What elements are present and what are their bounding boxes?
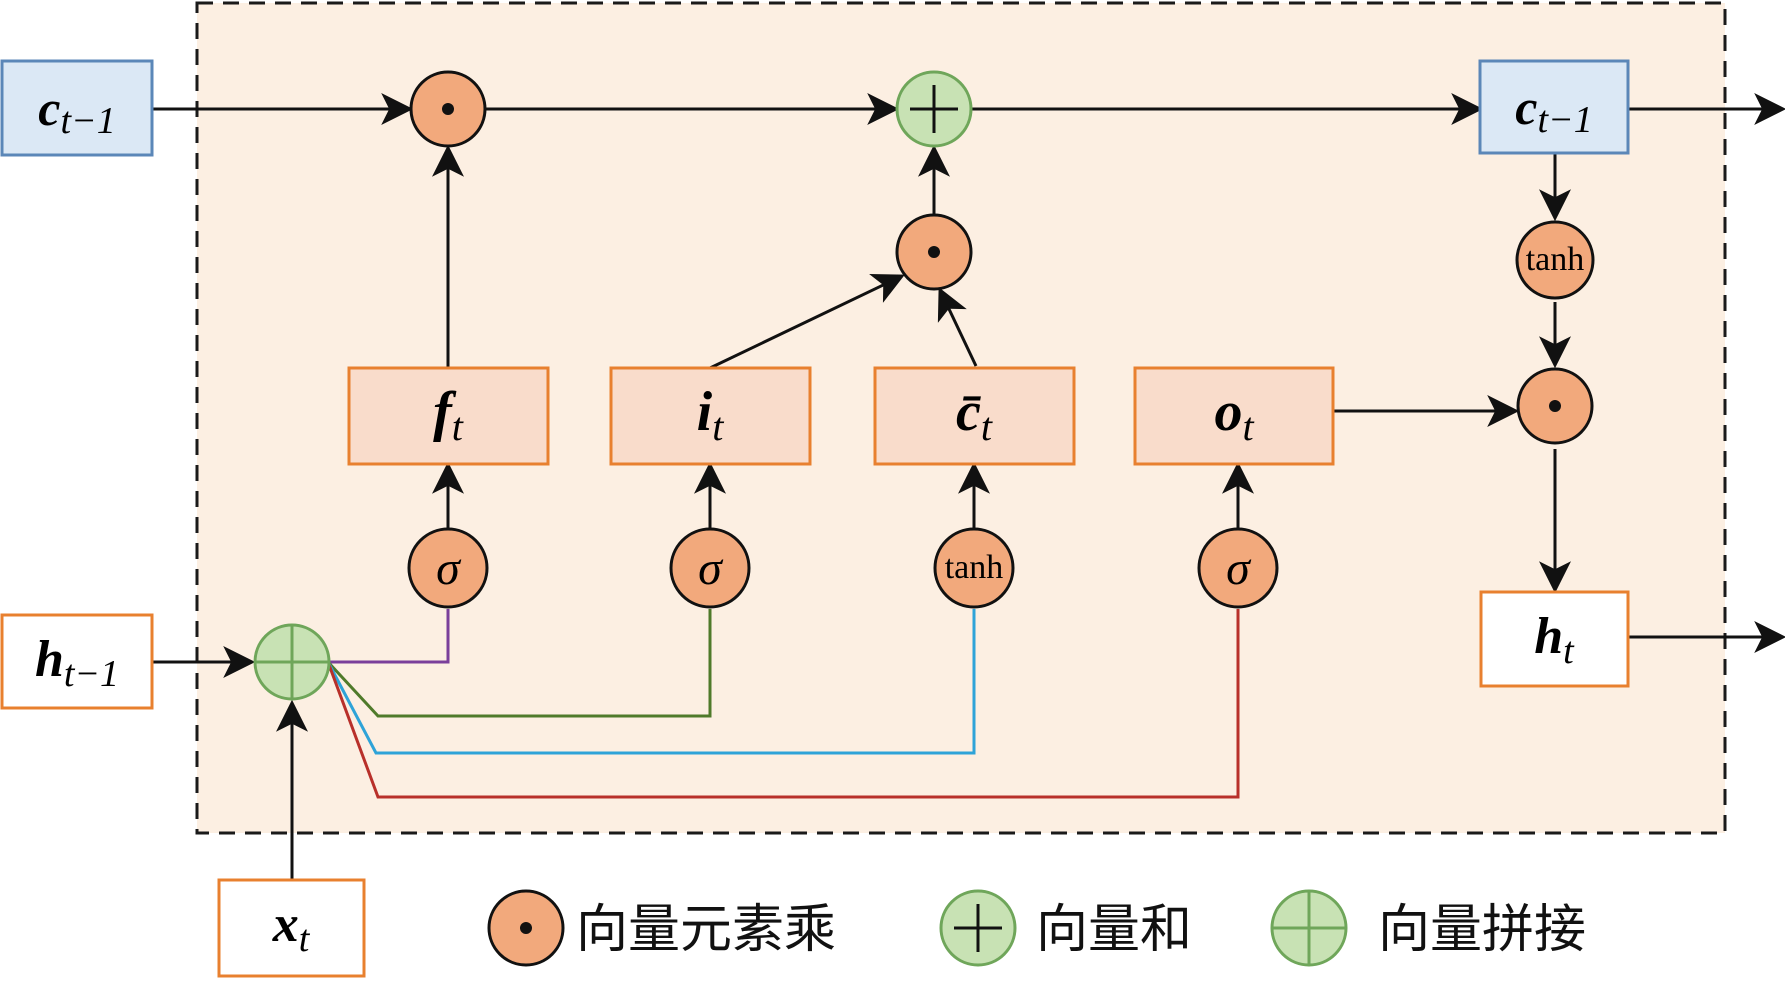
h-t-box: ht xyxy=(1479,590,1630,688)
h-prev-box: ht−1 xyxy=(0,613,154,710)
feed-forget-line xyxy=(328,609,450,664)
cell-add-icon xyxy=(895,70,973,148)
h-t-main: h xyxy=(1534,608,1563,665)
c-prev-box: ct−1 xyxy=(0,59,154,157)
h-prev-main: h xyxy=(35,631,64,688)
connections xyxy=(152,93,1785,880)
legend-multiply-label: 向量元素乘 xyxy=(576,900,836,960)
output-gate-main: o xyxy=(1214,381,1242,443)
candidate-sub: t xyxy=(981,404,993,449)
cell-tanh-icon: tanh xyxy=(1515,220,1595,300)
candidate-tanh-icon: tanh xyxy=(933,527,1015,609)
x-t-sub: t xyxy=(299,918,311,960)
x-t-box: xt xyxy=(217,878,366,978)
legend-multiply-icon xyxy=(487,889,565,967)
svg-text:ct−1: ct−1 xyxy=(1515,79,1592,141)
svg-text:xt: xt xyxy=(272,896,311,960)
output-gate-sub: t xyxy=(1242,404,1254,449)
c-prev-main: c xyxy=(38,80,60,136)
input-sigma-label: σ xyxy=(698,542,724,595)
candidate-box: c̄t xyxy=(873,366,1076,466)
legend-concat-label: 向量拼接 xyxy=(1378,900,1586,960)
concat-feeds xyxy=(326,609,1240,799)
input-sigma-icon: σ xyxy=(669,527,751,609)
output-multiply-icon xyxy=(1516,367,1594,445)
feed-output-line xyxy=(326,609,1240,799)
concat-icon xyxy=(253,623,331,701)
x-t-main: x xyxy=(272,896,299,953)
arrow-input-gate-to-mult xyxy=(709,274,905,370)
c-out-main: c xyxy=(1515,79,1537,135)
feed-input-line xyxy=(326,609,712,718)
svg-text:it: it xyxy=(697,381,725,449)
h-t-sub: t xyxy=(1563,630,1575,672)
input-multiply-icon xyxy=(895,213,973,291)
h-prev-sub: t−1 xyxy=(64,653,119,695)
svg-text:ct−1: ct−1 xyxy=(38,80,115,142)
output-sigma-label: σ xyxy=(1226,542,1252,595)
output-sigma-icon: σ xyxy=(1197,527,1279,609)
svg-text:ot: ot xyxy=(1214,381,1254,449)
legend: 向量元素乘 向量和 向量拼接 xyxy=(487,889,1586,967)
svg-text:ht−1: ht−1 xyxy=(35,631,119,695)
forget-sigma-icon: σ xyxy=(407,527,489,609)
c-prev-sub: t−1 xyxy=(61,100,116,142)
forget-multiply-icon xyxy=(409,70,487,148)
input-gate-sub: t xyxy=(712,404,724,449)
input-gate-main: i xyxy=(697,381,713,443)
legend-add-label: 向量和 xyxy=(1036,900,1192,960)
feed-candidate-line xyxy=(326,609,976,755)
output-gate-box: ot xyxy=(1133,366,1335,466)
c-out-sub: t−1 xyxy=(1538,99,1593,141)
candidate-tanh-label: tanh xyxy=(945,549,1004,586)
c-out-box: ct−1 xyxy=(1478,59,1630,155)
forget-sigma-label: σ xyxy=(436,542,462,595)
input-gate-box: it xyxy=(609,366,812,466)
legend-add-icon xyxy=(939,889,1017,967)
forget-gate-box: ft xyxy=(347,366,550,466)
arrow-candidate-to-mult xyxy=(937,287,978,367)
legend-concat-icon xyxy=(1270,889,1348,967)
svg-text:ht: ht xyxy=(1534,608,1575,672)
svg-text:c̄t: c̄t xyxy=(956,381,993,449)
candidate-main: c̄ xyxy=(956,381,981,443)
cell-tanh-label: tanh xyxy=(1526,241,1585,278)
forget-gate-sub: t xyxy=(452,404,464,449)
